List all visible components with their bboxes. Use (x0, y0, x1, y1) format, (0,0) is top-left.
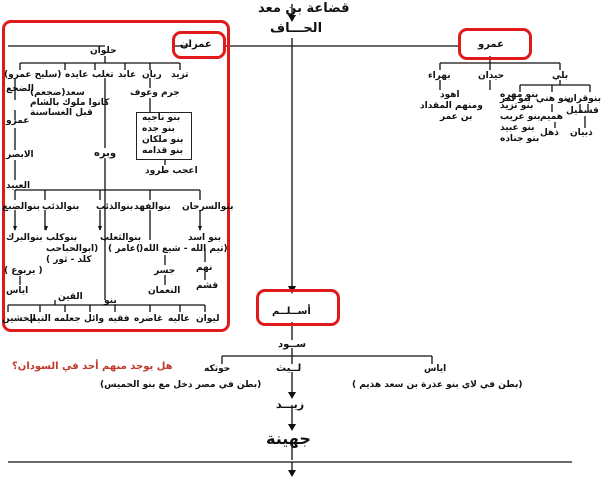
node-abid: عابد (118, 70, 137, 80)
node-ghadira: غاضره (134, 314, 164, 324)
node-tazid: تزيد (171, 70, 189, 80)
node-aida: عايده (65, 70, 89, 80)
node-qasmal: قسميل (566, 106, 599, 116)
amr-highlight (458, 28, 532, 60)
node-liwan: ليوان (196, 314, 220, 324)
node-milkan: بنو ملكان (142, 135, 184, 145)
node-imran: عمران (180, 39, 212, 50)
note-hubab: (ابوالحباحب (46, 244, 99, 254)
node-jasr: جسر (154, 266, 176, 276)
node-najiya: بنو ناجيه (142, 113, 181, 123)
aslam-highlight (256, 289, 340, 326)
node-sud: ســود (278, 339, 307, 350)
node-banu-thamar: بنو ثمر (500, 94, 531, 104)
imran-highlight (172, 31, 226, 59)
node-aslam: أســلــم (272, 306, 311, 317)
node-saad: سعد(ضجعم) (30, 88, 85, 98)
node-kalb: بنوكلب (46, 233, 78, 243)
node-banu-hani: بنو هني (536, 94, 571, 104)
node-jalama: جعلمه (54, 314, 81, 324)
node-wabra: وبره (94, 148, 117, 159)
node-salih: (سليح عمرو) (4, 70, 62, 80)
node-hulwan: حلوان (90, 46, 117, 56)
root-subtitle: الحـــاف (270, 21, 323, 36)
node-iyas-right: اياس (424, 364, 447, 374)
node-ajab: اعجب طرود (145, 166, 198, 176)
node-amr-left: عمرو (6, 116, 30, 126)
node-asad: بنو اسد (188, 233, 221, 243)
node-khushayn: الخشين (2, 314, 36, 324)
node-thalab: بنوالثعلب (100, 233, 142, 243)
node-dhib: بنوالذئب (42, 202, 80, 212)
node-aliya: عاليه (168, 314, 191, 324)
node-dhahl: ذهل (540, 128, 559, 138)
node-taym: التيم (30, 314, 51, 324)
node-fahd: بنوالفهد (134, 202, 171, 212)
note-asad-sub: (تيم الله - شيع الله ) (136, 244, 228, 254)
left-branch-highlight (2, 20, 230, 332)
node-burk: بنوالبرك (6, 233, 43, 243)
node-haydan: حيدان (478, 71, 505, 81)
node-abyad: الابصر (6, 150, 34, 160)
note-ibn-amr: بن عمر (440, 112, 473, 122)
question-sudan: هل يوجد منهم أحد في السودان؟ (12, 361, 173, 372)
note-before-ghassan: قبل الغساسنة (30, 108, 93, 118)
node-rabban: ربان (142, 70, 162, 80)
note-kalb-sub: كلد - ثور ) (46, 255, 92, 265)
node-bali: بلي (552, 71, 569, 81)
node-wail: وائل (84, 314, 105, 324)
note-hawtaka: (بطن في مصر دخل مع بنو الحميس) (100, 380, 262, 390)
node-banu-mahra: بنو مهره (500, 90, 539, 100)
node-layth: لــيث (276, 363, 302, 374)
node-qayn: القين (58, 292, 83, 302)
node-bahra: بهراء (428, 71, 451, 81)
note-miqdad: ومنهم المقداد (420, 101, 483, 111)
node-dhib-2: بنوالذئب (96, 202, 134, 212)
node-zayd: زيـــد (276, 398, 305, 411)
node-dab: بنوالضبع (2, 202, 40, 212)
node-banu-ubayd: بنو عبيد (500, 123, 535, 133)
node-banu: بنو (104, 296, 117, 306)
node-sarhan: بنوالسرحان (182, 202, 234, 212)
note-thalab-sub: ( عامر ) (108, 244, 144, 254)
node-qudama: بنو قدامه (142, 146, 184, 156)
node-juhayna: جهينة (266, 429, 311, 448)
node-qaysam: قشم (196, 281, 219, 291)
root-title: قضاعة بن معد (258, 1, 350, 16)
node-ubayd: العبيد (6, 181, 31, 191)
node-banu-tazid: بنو تزيد (500, 101, 534, 111)
node-dajaam: الضجع (6, 84, 34, 94)
node-banu-qaran: بنوقران (566, 94, 601, 104)
node-jarm-awf: جرم وعوف (130, 88, 180, 98)
jarm-sons-box (136, 112, 192, 160)
node-banu-arib: بنو عريب (500, 112, 541, 122)
node-ahwad: اهود (440, 90, 460, 100)
node-faqih: فقيه (108, 314, 130, 324)
node-amr-right: عمرو (478, 39, 504, 50)
node-hamim: هميم (540, 112, 564, 122)
node-numan: النعمان (148, 286, 181, 296)
node-tayhan: نهم (196, 263, 213, 273)
node-dhubyan: ذبيان (570, 128, 593, 138)
node-iyas-left: اياس (6, 286, 29, 296)
node-taghlib: تغلب (92, 70, 114, 80)
node-banu-junada: بنو جناده (500, 134, 540, 144)
note-iyas: (بطن في لاي بنو عذرة بن سعد هذيم ) (352, 380, 523, 390)
note-kings: كانوا ملوك بالشام (30, 98, 110, 108)
node-yarbu: ( يربوع ) (4, 266, 43, 276)
node-hawtaka: حوتكه (204, 364, 231, 374)
node-jadda: بنو جده (142, 124, 175, 134)
